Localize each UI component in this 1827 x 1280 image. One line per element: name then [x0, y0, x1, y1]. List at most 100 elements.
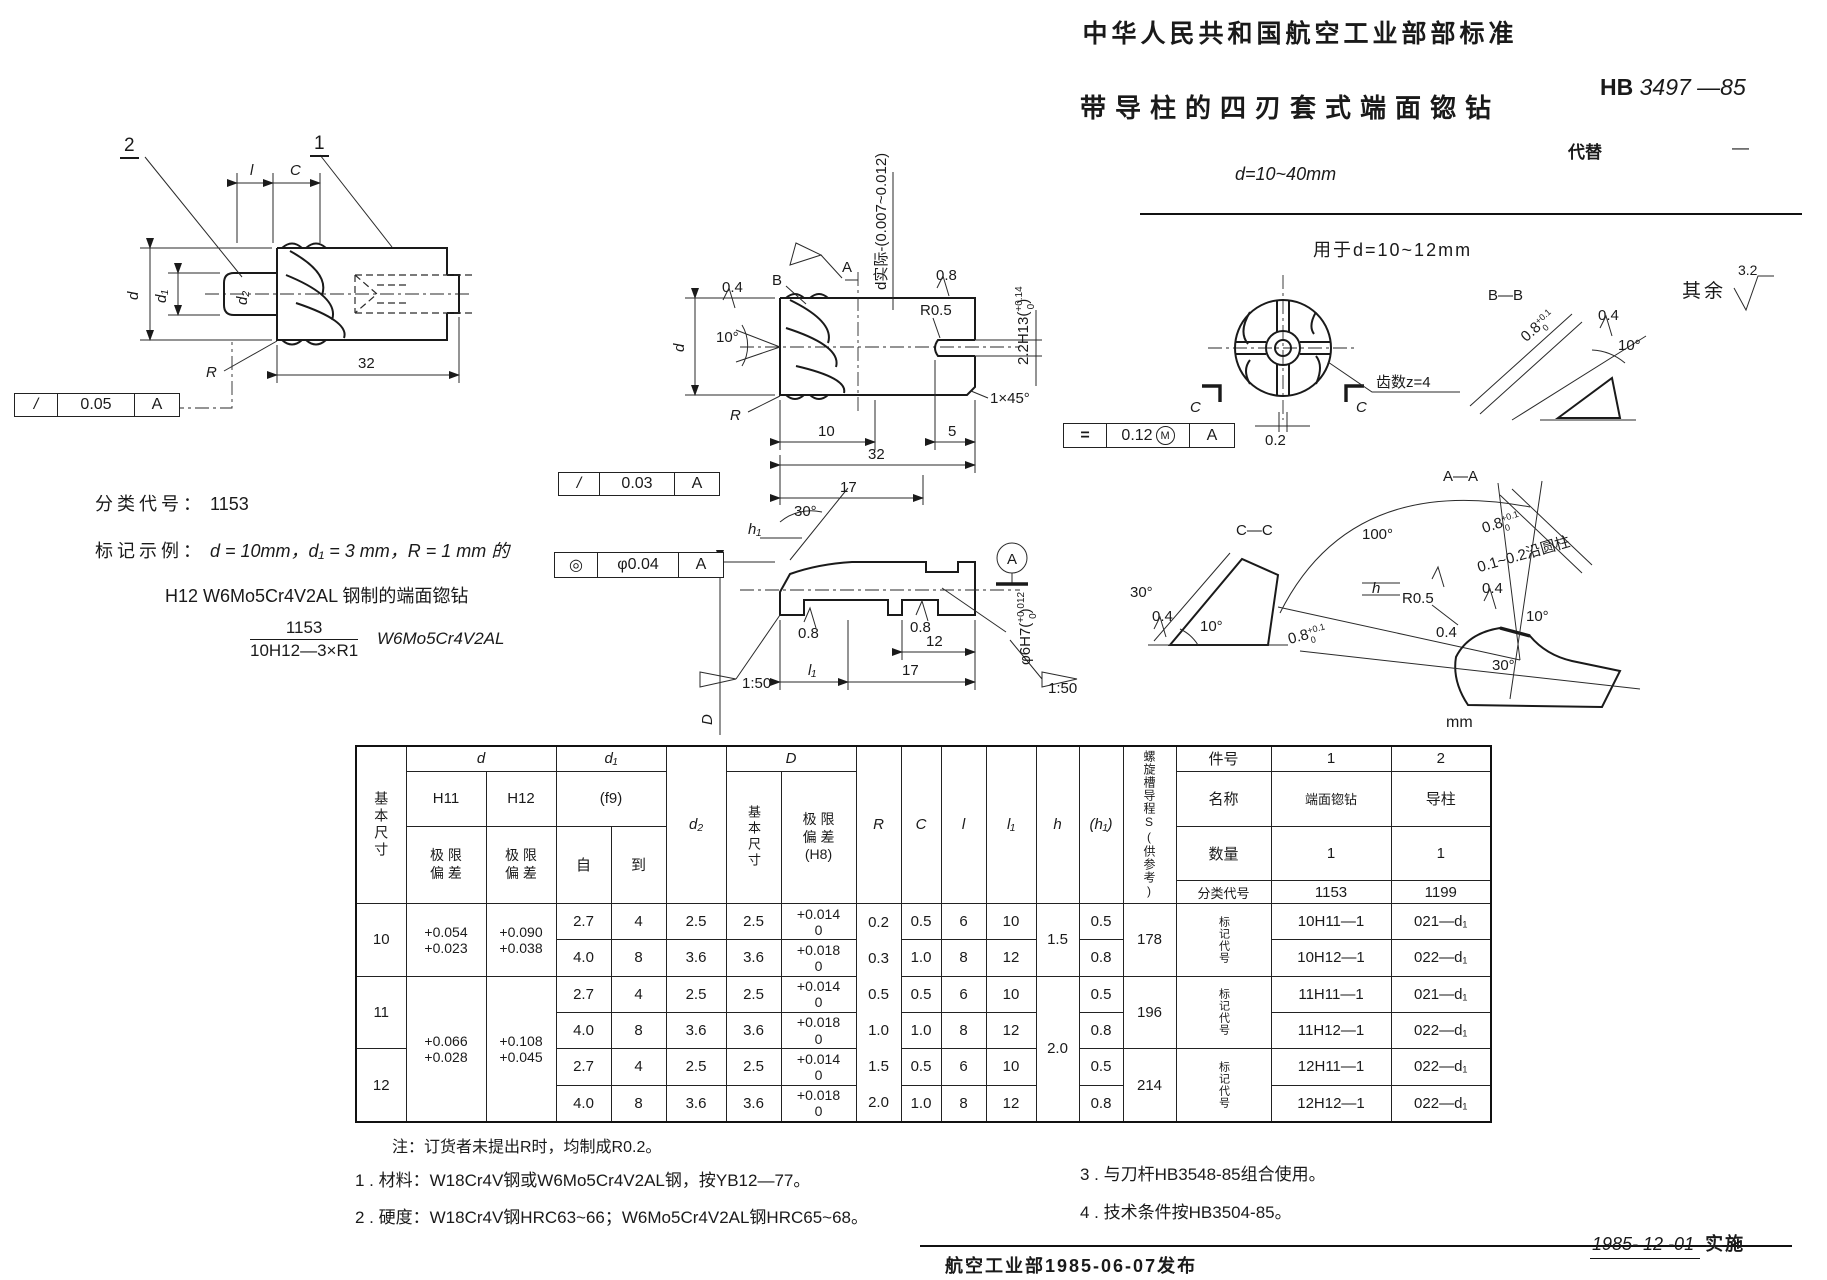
cell-h12: +0.108+0.045	[485, 975, 557, 1123]
th-D-dev: 极 限 偏 差(H8)	[780, 770, 857, 904]
cell-code1: 12H12—1	[1270, 1084, 1392, 1123]
cell-l: 8	[940, 1084, 987, 1123]
bb-section-drawing: B—B 0.8+0.10 0.4 10°	[1469, 287, 1647, 421]
diameter-range: d=10~40mm	[1235, 164, 1337, 184]
th-qty-1: 1	[1270, 825, 1392, 882]
th-d2: d₂	[665, 745, 727, 904]
footer-issue: 航空工业部1985-06-07发布	[945, 1256, 1198, 1276]
note-1: 1 . 材料：W18Cr4V钢或W6Mo5Cr4V2AL钢，按YB12—77。	[355, 1171, 811, 1190]
th-name-1: 端面锪钻	[1270, 770, 1392, 827]
aa-angle100: 100°	[1362, 526, 1393, 543]
cc-title: C—C	[1236, 522, 1273, 539]
rest-value: 3.2	[1738, 262, 1758, 278]
cell-h12: +0.090+0.038	[485, 902, 557, 977]
dim-d-label: d	[671, 343, 688, 352]
section-a-label: A	[842, 259, 852, 276]
table-row: 11 +0.066+0.028 +0.108+0.045 2.7 4 2.5 2…	[355, 975, 1492, 1123]
symmetry-value-text: 0.12	[1121, 426, 1153, 444]
cell-l: 8	[940, 939, 987, 977]
th-basic: 基本尺寸	[355, 745, 407, 904]
cell-d: 11	[355, 975, 407, 1050]
example-text1: d = 10mm，d₁ = 3 mm，R = 1 mm 的	[210, 541, 510, 561]
cell-l: 8	[940, 1011, 987, 1050]
center-view-drawing: d	[671, 153, 1077, 735]
cell-s: 214	[1122, 1048, 1177, 1123]
cell-l1: 10	[985, 1048, 1037, 1086]
chamfer-label: 1×45°	[990, 390, 1030, 407]
page-title: 带导柱的四刃套式端面锪钻	[1080, 93, 1501, 123]
cell-l: 6	[940, 902, 987, 941]
cell-h: 1.5	[1035, 902, 1080, 977]
cell-h1: 0.5	[1078, 975, 1124, 1013]
aa-r05: R0.5	[1402, 590, 1434, 607]
cell-h: 2.0	[1035, 975, 1080, 1123]
dim-l1-label: l₁	[808, 662, 816, 679]
cell-to: 4	[610, 1048, 667, 1086]
cell-from: 4.0	[555, 1084, 612, 1123]
dim-17b-label: 17	[902, 662, 919, 679]
bore-tolerance: φ6H7(+0.0120)	[1016, 591, 1039, 665]
dimension-table: 基本尺寸 d d₁ d₂ D R C l l₁ h (h₁) 螺旋槽导程S(供参…	[355, 745, 1493, 1123]
table-row: 10 +0.054+0.023 +0.090+0.038 2.7 4 2.5 2…	[355, 902, 1492, 1123]
dim-12-label: 12	[926, 633, 943, 650]
fraction-bottom: 10H12—3×R1	[250, 641, 359, 660]
th-item-2: 2	[1390, 745, 1492, 772]
th-d: d	[405, 745, 557, 772]
standard-code: 3497 —85	[1639, 74, 1746, 100]
angle-30-label: 30°	[794, 503, 817, 520]
th-dev-h11: 极 限 偏 差	[405, 825, 487, 904]
rest-label: 其余	[1682, 281, 1727, 302]
cell-from: 4.0	[555, 1011, 612, 1050]
cell-d2: 2.5	[665, 975, 727, 1013]
replace-label: 代替	[1568, 143, 1602, 162]
cell-Db: 3.6	[725, 1084, 782, 1123]
cell-h11: +0.066+0.028	[405, 975, 487, 1123]
cell-code2: 022—d₁	[1390, 1084, 1492, 1123]
fraction-top: 1153	[250, 618, 359, 640]
cell-to: 8	[610, 1011, 667, 1050]
cell-d2: 3.6	[665, 1011, 727, 1050]
section-c-right: C	[1356, 399, 1367, 416]
cell-l: 6	[940, 975, 987, 1013]
note-2: 2 . 硬度：W18Cr4V钢HRC63~66；W6Mo5Cr4V2AL钢HRC…	[355, 1208, 869, 1227]
datum-a-label: A	[1007, 551, 1017, 568]
th-qty: 数量	[1175, 825, 1272, 882]
cell-code2: 022—d₁	[1390, 1048, 1492, 1086]
cell-to: 8	[610, 939, 667, 977]
cell-l1: 10	[985, 902, 1037, 941]
th-h11: H11	[405, 770, 487, 827]
cell-to: 4	[610, 975, 667, 1013]
runout-symbol: /	[15, 394, 58, 416]
th-d1: d₁	[555, 745, 667, 772]
th-cls-1: 1153	[1270, 880, 1392, 904]
dim-d2-label: d₂	[234, 291, 251, 305]
runout-value: 0.05	[58, 394, 135, 416]
finish-08-label: 0.8	[936, 267, 957, 284]
symmetry-datum: A	[1206, 426, 1218, 444]
cell-mark: 标记代号	[1175, 975, 1272, 1050]
cell-C: 1.0	[900, 1084, 942, 1123]
taper-right-label: 1:50	[1048, 680, 1077, 697]
aa-dim04: 0.4	[1436, 624, 1457, 641]
dim-32-label: 32	[868, 446, 885, 463]
dim-D-label: D	[699, 714, 716, 725]
angle-10-label: 10°	[716, 329, 739, 346]
standard-name: 中华人民共和国航空工业部部标准	[1082, 20, 1518, 48]
th-cls: 分类代号	[1175, 880, 1272, 904]
cell-l1: 12	[985, 939, 1037, 977]
cell-mark: 标记代号	[1175, 902, 1272, 977]
dim-c-label: C	[290, 162, 301, 179]
cell-d: 12	[355, 1048, 407, 1123]
th-cls-2: 1199	[1390, 880, 1492, 904]
class-code-line: 分类代号： 1153	[95, 490, 249, 516]
cell-Db: 3.6	[725, 939, 782, 977]
th-name-2: 导柱	[1390, 770, 1492, 827]
aa-finish04: 0.4	[1482, 580, 1503, 597]
